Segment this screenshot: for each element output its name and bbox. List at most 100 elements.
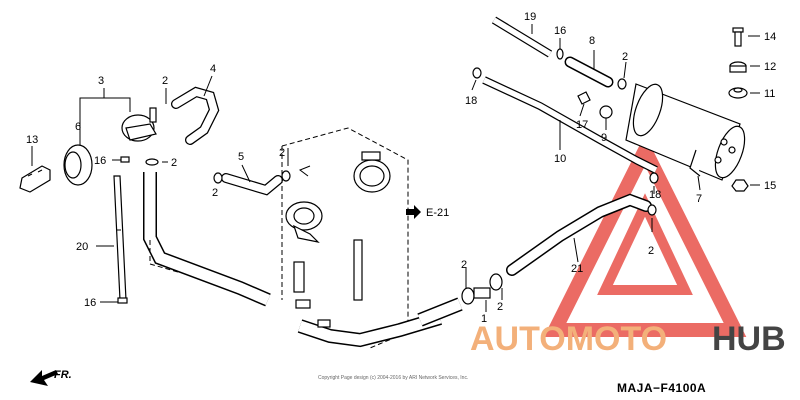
callout-12: 12 — [764, 61, 776, 73]
front-label: FR. — [54, 369, 72, 381]
watermark-text-hub: HUB — [712, 320, 786, 358]
callout-20: 20 — [76, 241, 88, 253]
callout-14: 14 — [764, 31, 776, 43]
front-indicator: FR. — [30, 369, 72, 386]
callout-2: 2 — [648, 245, 654, 257]
hose-21 — [506, 193, 652, 276]
callout-2: 2 — [497, 301, 503, 313]
fittings-8-17-9 — [564, 50, 627, 130]
tube-19-fill — [492, 17, 552, 57]
hose-center-joint-fill — [417, 298, 463, 326]
hose-center-fill — [298, 312, 442, 346]
fitting-middle-top — [298, 165, 311, 177]
leader-2b — [623, 61, 627, 79]
clamp-2h — [489, 273, 503, 291]
bracket-detail — [27, 169, 43, 177]
canister-port-b — [728, 146, 736, 154]
hose-lower-dashed — [149, 240, 179, 273]
callout-10: 10 — [554, 153, 566, 165]
ring-middle-inner — [359, 165, 385, 187]
leader-18a — [471, 79, 477, 91]
callout-3: 3 — [98, 75, 104, 87]
canister-port-c — [714, 156, 722, 164]
tube-20-body — [113, 175, 127, 301]
callout-19: 19 — [524, 11, 536, 23]
clamp-2b — [617, 78, 627, 90]
clamp-2e — [281, 170, 291, 182]
callout-9: 9 — [601, 132, 607, 144]
callout-11: 11 — [764, 88, 775, 100]
callout-7: 7 — [696, 193, 702, 205]
hose-8-fill — [566, 58, 612, 86]
diagram-code: MAJA−F4100A — [617, 381, 706, 395]
part-9 — [599, 105, 613, 119]
bolt-14-head — [732, 27, 744, 33]
callout-2: 2 — [212, 187, 218, 199]
copyright-text: Copyright Page design (c) 2004-2016 by A… — [318, 375, 468, 381]
leader-3b — [79, 97, 104, 145]
leader-21 — [573, 237, 579, 263]
bolt-14-shank — [734, 31, 742, 47]
hose-21-fill — [507, 195, 651, 275]
clamp-2g — [461, 287, 475, 305]
nut-15 — [731, 179, 749, 192]
pipe-middle-short — [293, 261, 305, 293]
callout-18: 18 — [465, 95, 477, 107]
leader-5 — [241, 164, 251, 183]
watermark-inner-triangle — [597, 193, 693, 295]
watermark-text: AUTOMOTO HUB — [470, 320, 786, 358]
callout-16: 16 — [94, 155, 106, 167]
collar-12-body — [729, 65, 747, 73]
arrow-right-icon — [406, 205, 421, 219]
callout-2: 2 — [162, 75, 168, 87]
callout-2: 2 — [461, 259, 467, 271]
canister-7 — [625, 83, 746, 232]
clamp-2d — [213, 172, 223, 184]
leader-3 — [103, 88, 131, 112]
callout-21: 21 — [571, 263, 583, 275]
callout-8: 8 — [589, 35, 595, 47]
callout-numbers: 1 2 2 2 2 2 2 2 2 3 4 5 6 7 8 9 10 11 12… — [26, 11, 776, 325]
clip-16 — [120, 156, 130, 163]
valve-middle-center — [293, 207, 315, 225]
valve-3-nozzle — [149, 107, 157, 123]
callout-13: 13 — [26, 134, 38, 146]
ring-middle-tab — [361, 151, 381, 161]
clamp — [145, 158, 159, 166]
ring-6-inner — [64, 151, 82, 179]
clip-18a — [472, 67, 482, 79]
tube-20 — [96, 175, 128, 304]
tee-fitting — [295, 299, 311, 309]
callout-6: 6 — [75, 121, 81, 133]
hose-5 — [213, 164, 291, 196]
callout-2: 2 — [279, 147, 285, 159]
valve-assembly-left — [19, 88, 168, 193]
callout-16: 16 — [554, 25, 566, 37]
reference-label: E-21 — [426, 207, 449, 219]
joint-1 — [473, 287, 491, 299]
clip-16c — [556, 48, 564, 60]
hose-lower-center — [295, 268, 503, 348]
clip-18b — [649, 172, 659, 184]
hose-4 — [171, 75, 220, 145]
leader-4 — [203, 75, 213, 97]
hose-5-fill — [222, 174, 282, 195]
leader-7 — [697, 175, 701, 191]
hardware-right — [728, 27, 760, 192]
watermark-logo — [543, 134, 747, 337]
callout-15: 15 — [764, 180, 776, 192]
tube-10-fill — [482, 77, 658, 173]
reference-arrow: E-21 — [406, 205, 449, 219]
canister-port-a — [720, 138, 728, 146]
tee-fitting-b — [317, 319, 331, 328]
tube-19 — [491, 16, 564, 60]
callout-2: 2 — [622, 51, 628, 63]
clip-17 — [577, 91, 591, 105]
callout-1: 1 — [481, 313, 487, 325]
callout-4: 4 — [210, 63, 216, 75]
tube-10 — [471, 67, 658, 174]
callout-5: 5 — [238, 151, 244, 163]
watermark-triangle — [543, 134, 747, 337]
grommet-11-hole — [733, 87, 743, 93]
